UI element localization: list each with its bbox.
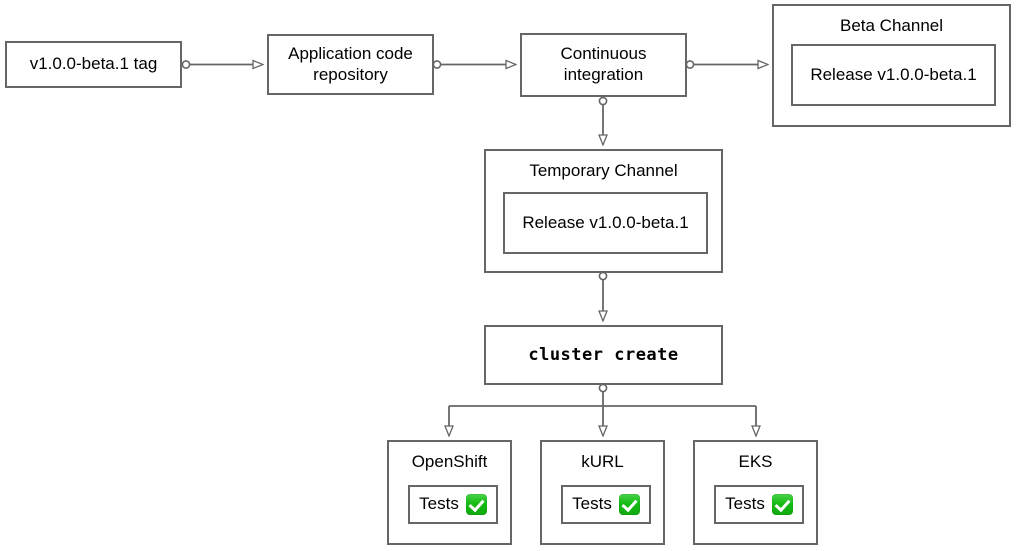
node-tag-label: v1.0.0-beta.1 tag	[29, 54, 158, 74]
edge-cluster-create-to-targets	[449, 383, 756, 435]
edge-repo-to-ci	[432, 61, 515, 68]
node-target-kurl-title: kURL	[581, 452, 624, 471]
edge-tag-to-repo	[181, 61, 262, 68]
node-tag[interactable]: v1.0.0-beta.1 tag	[5, 41, 182, 88]
white-check-mark-icon	[465, 494, 487, 515]
kurl-tests-box[interactable]: Tests	[561, 485, 651, 524]
white-check-mark-icon	[618, 494, 640, 515]
edge-ci-to-temporary-channel	[599, 96, 606, 144]
eks-tests-label: Tests	[725, 494, 765, 514]
temporary-channel-release-label: Release v1.0.0-beta.1	[522, 212, 689, 232]
node-application-code-repository-label: Application code repository	[288, 43, 413, 84]
node-target-openshift[interactable]: OpenShift Tests	[387, 440, 512, 545]
openshift-tests-label: Tests	[419, 494, 459, 514]
node-temporary-channel[interactable]: Temporary Channel Release v1.0.0-beta.1	[484, 149, 723, 273]
node-continuous-integration-label: Continuous integration	[560, 44, 647, 84]
node-target-eks[interactable]: EKS Tests	[693, 440, 818, 545]
node-target-openshift-title: OpenShift	[411, 452, 488, 471]
node-beta-channel[interactable]: Beta Channel Release v1.0.0-beta.1	[772, 4, 1011, 127]
kurl-tests-row: Tests	[572, 494, 640, 515]
eks-tests-row: Tests	[725, 494, 793, 515]
node-cluster-create-label: cluster create	[528, 344, 679, 365]
node-temporary-channel-title: Temporary Channel	[529, 161, 678, 180]
white-check-mark-icon	[771, 494, 793, 515]
beta-channel-release-label: Release v1.0.0-beta.1	[810, 64, 977, 84]
kurl-tests-label: Tests	[572, 494, 612, 514]
node-application-code-repository[interactable]: Application code repository	[267, 34, 434, 95]
eks-tests-box[interactable]: Tests	[714, 485, 804, 524]
node-target-eks-title: EKS	[738, 452, 773, 471]
temporary-channel-release-box[interactable]: Release v1.0.0-beta.1	[503, 192, 708, 254]
beta-channel-release-box[interactable]: Release v1.0.0-beta.1	[791, 44, 996, 106]
node-continuous-integration[interactable]: Continuous integration	[520, 33, 687, 97]
node-cluster-create[interactable]: cluster create	[484, 325, 723, 385]
edge-ci-to-beta-channel	[685, 61, 767, 68]
node-beta-channel-title: Beta Channel	[839, 16, 944, 35]
openshift-tests-row: Tests	[419, 494, 487, 515]
openshift-tests-box[interactable]: Tests	[408, 485, 498, 524]
node-target-kurl[interactable]: kURL Tests	[540, 440, 665, 545]
edge-temporary-channel-to-cluster-create	[599, 271, 606, 320]
